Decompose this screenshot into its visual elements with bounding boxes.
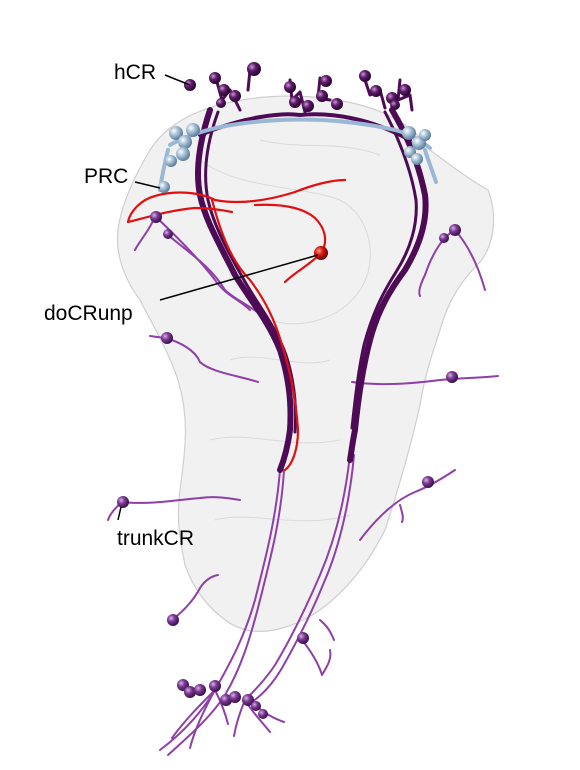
trunkcr-soma — [258, 709, 268, 719]
trunkcr-soma — [161, 332, 173, 344]
hcr-soma — [331, 98, 343, 110]
prc-soma — [178, 135, 192, 149]
trunkcr-main-trunk-right-2 — [251, 454, 355, 703]
hcr-soma — [284, 81, 296, 93]
prc-right-drop — [423, 148, 438, 184]
docrunp-neuron — [126, 178, 347, 472]
hcr-soma — [229, 90, 241, 102]
trunkcr-low-sprig-right-2 — [319, 619, 335, 641]
prc-soma — [176, 147, 190, 161]
docrunp-label: doCRunp — [44, 302, 133, 325]
hcr-label: hCR — [114, 61, 156, 84]
trunkcr-soma — [184, 686, 196, 698]
docrunp-leader-line — [159, 254, 319, 301]
trunkcr-soma — [422, 476, 434, 488]
hcr-tracts — [195, 68, 429, 473]
hcr-left-tract-2 — [204, 110, 298, 434]
hcr-soma — [302, 100, 314, 112]
hcr-soma — [216, 98, 226, 108]
prc-soma — [169, 126, 183, 140]
hcr-soma — [316, 90, 328, 102]
trunkcr-soma — [446, 371, 458, 383]
prc-soma — [411, 153, 423, 165]
trunkcr-low-sprig-left — [171, 574, 219, 621]
trunkcr-soma — [150, 211, 162, 223]
trunkcr-soma — [117, 496, 129, 508]
prc-soma — [158, 181, 170, 193]
trunkcr-bottom-fan-left — [171, 689, 229, 749]
hcr-soma — [359, 70, 371, 82]
prc-soma — [165, 155, 177, 167]
hcr-left-tract — [195, 107, 294, 473]
body-volume — [116, 95, 495, 632]
trunkcr-main-trunk-left — [159, 469, 281, 751]
trunkcr-right-low-branch — [359, 469, 456, 541]
trunkcr-main-trunk-left-2 — [167, 469, 285, 756]
hcr-right-tract — [347, 107, 429, 463]
trunkcr-soma — [449, 224, 461, 236]
docrunp-somata — [314, 246, 328, 260]
hcr-right-tract-2 — [350, 110, 418, 430]
hcr-soma — [320, 75, 332, 87]
trunkcr-main-trunk-right — [244, 454, 351, 701]
trunkcr-soma — [209, 680, 221, 692]
trunkcr-soma — [439, 233, 449, 243]
hcr-soma — [247, 62, 261, 76]
trunkcr-soma — [242, 694, 254, 706]
hcr-soma — [218, 84, 230, 96]
trunkcr-soma — [297, 632, 309, 644]
trunkcr-left-dend — [166, 233, 266, 319]
prc-soma — [402, 126, 416, 140]
hcr-soma — [390, 100, 400, 110]
hcr-soma — [399, 84, 411, 96]
trunkcr-soma — [194, 684, 206, 696]
trunkcr-soma — [229, 691, 241, 703]
trunkcr-soma — [251, 701, 261, 711]
prc-soma — [186, 123, 200, 137]
docrunp-top-branch — [126, 178, 347, 224]
trunkcr-soma — [163, 229, 173, 239]
trunkcr-right-mid-branch — [351, 375, 499, 386]
docrunp-bottom-branch — [126, 206, 234, 224]
annotation-layer: hCR PRC doCRunp trunkCR — [44, 61, 319, 550]
prc-somata — [158, 123, 431, 193]
hcr-leader-line — [164, 74, 191, 86]
body-outline — [116, 95, 495, 632]
trunkcr-low-sprig-right — [301, 639, 332, 676]
prc-soma — [419, 129, 431, 141]
hcr-soma — [370, 85, 382, 97]
prc-label: PRC — [84, 165, 128, 188]
hcr-soma — [289, 96, 301, 108]
hcr-soma — [209, 72, 221, 84]
docrunp-soma — [314, 246, 328, 260]
trunkcr-leader-line — [117, 506, 122, 521]
docrunp-mid-branch — [253, 203, 327, 284]
trunkcr-label: trunkCR — [117, 527, 194, 550]
trunkcr-soma — [167, 614, 179, 626]
docrunp-descending — [210, 198, 300, 472]
prc-leader-line — [134, 181, 161, 189]
trunkcr-somata — [117, 211, 461, 719]
